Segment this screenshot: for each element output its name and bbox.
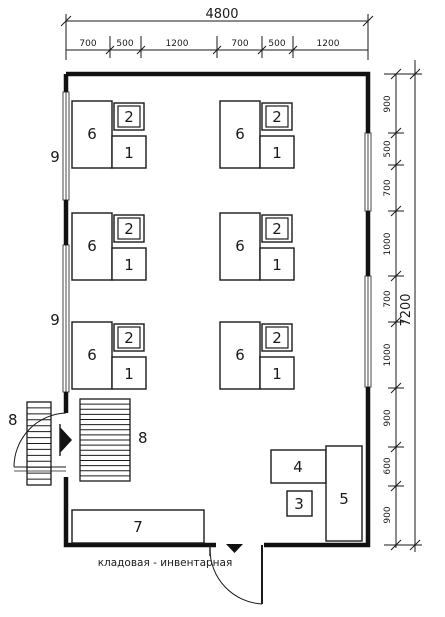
workbench-6 [219,212,261,281]
top-dim-2: 500 [116,39,133,49]
tool-box-2 [113,214,145,243]
right-dim-7: 900 [383,409,393,426]
inner-staircase: 8 [79,398,148,482]
tool-box-2 [261,214,293,243]
stool-1 [111,247,147,281]
workbench-6 [219,100,261,169]
stool-1 [259,135,295,169]
top-dim-4: 700 [231,39,248,49]
workbench-label: 6 [235,125,245,143]
entrance-door-swing [209,548,263,605]
stool-1 [111,135,147,169]
overall-height-label: 7200 [399,293,414,326]
stool-1 [259,356,295,390]
equipment-block: 4 5 3 [270,445,363,542]
stool-1 [111,356,147,390]
tool-box-label: 2 [272,329,282,347]
right-dim-1: 900 [383,95,393,112]
tool-box-label: 2 [124,220,134,238]
workbench-6 [219,321,261,390]
right-dim-5: 700 [383,290,393,307]
stool-label: 1 [272,144,282,162]
workbench-6 [71,212,113,281]
workbench-label: 6 [87,125,97,143]
machine-5-label: 5 [339,490,349,508]
inner-stair-treads [80,403,130,477]
side-door-swing [13,412,67,468]
tool-box-label: 2 [124,329,134,347]
bench-7-label: 7 [133,518,143,536]
main-entrance [209,544,263,605]
right-dim-6: 1000 [383,343,393,366]
workstation-row-1-left: 6 1 2 [71,100,147,169]
stool-label: 1 [272,365,282,383]
workbench-label: 6 [87,237,97,255]
tool-box-2 [113,102,145,131]
outer-entry-stairs: 8 [8,401,72,486]
stool-label: 1 [124,144,134,162]
entry-arrow-icon [60,427,72,453]
workbench-6 [71,321,113,390]
tool-box-label: 2 [272,108,282,126]
window-label-9-lower: 9 [50,311,60,329]
stool-1 [259,247,295,281]
tool-box-label: 2 [272,220,282,238]
top-dim-5: 500 [268,39,285,49]
workstation-row-2-right: 6 1 2 [219,212,295,281]
right-dimension-chain: 900 500 700 1000 700 1000 900 600 900 72… [383,60,422,552]
right-dim-2: 500 [383,140,393,157]
machine-3 [286,490,313,517]
storage-room-caption: кладовая - инвентарная [98,557,233,569]
top-dimension-chain: 4800 700 500 1200 700 500 1200 [60,7,374,60]
stool-label: 1 [272,256,282,274]
stool-label: 1 [124,365,134,383]
outer-stair-treads [27,407,51,480]
stool-label: 1 [124,256,134,274]
right-dim-9: 900 [383,506,393,523]
exterior-walls [62,71,372,548]
top-dim-6: 1200 [317,39,340,49]
tool-box-label: 2 [124,108,134,126]
tool-box-2 [261,102,293,131]
workbench-6 [71,100,113,169]
right-dim-8: 600 [383,457,393,474]
workbench-label: 6 [235,237,245,255]
entrance-arrow-icon [226,544,243,553]
tool-box-2 [113,323,145,352]
workstation-row-3-right: 6 1 2 [219,321,295,390]
machine-4-label: 4 [293,458,303,476]
top-dim-3: 1200 [166,39,189,49]
machine-5 [325,445,363,542]
machine-3-label: 3 [294,495,304,513]
workbench-label: 6 [235,346,245,364]
workstation-row-2-left: 6 1 2 [71,212,147,281]
right-dim-3: 700 [383,179,393,196]
window-label-9-upper: 9 [50,148,60,166]
stairs-label-outer: 8 [8,411,18,429]
top-dim-1: 700 [79,39,96,49]
bench-7: 7 [71,509,205,544]
stairs-label-inner: 8 [138,429,148,447]
workstation-row-1-right: 6 1 2 [219,100,295,169]
workstation-row-3-left: 6 1 2 [71,321,147,390]
workbench-label: 6 [87,346,97,364]
tool-box-2 [261,323,293,352]
overall-width-label: 4800 [205,7,238,22]
right-dim-4: 1000 [383,232,393,255]
